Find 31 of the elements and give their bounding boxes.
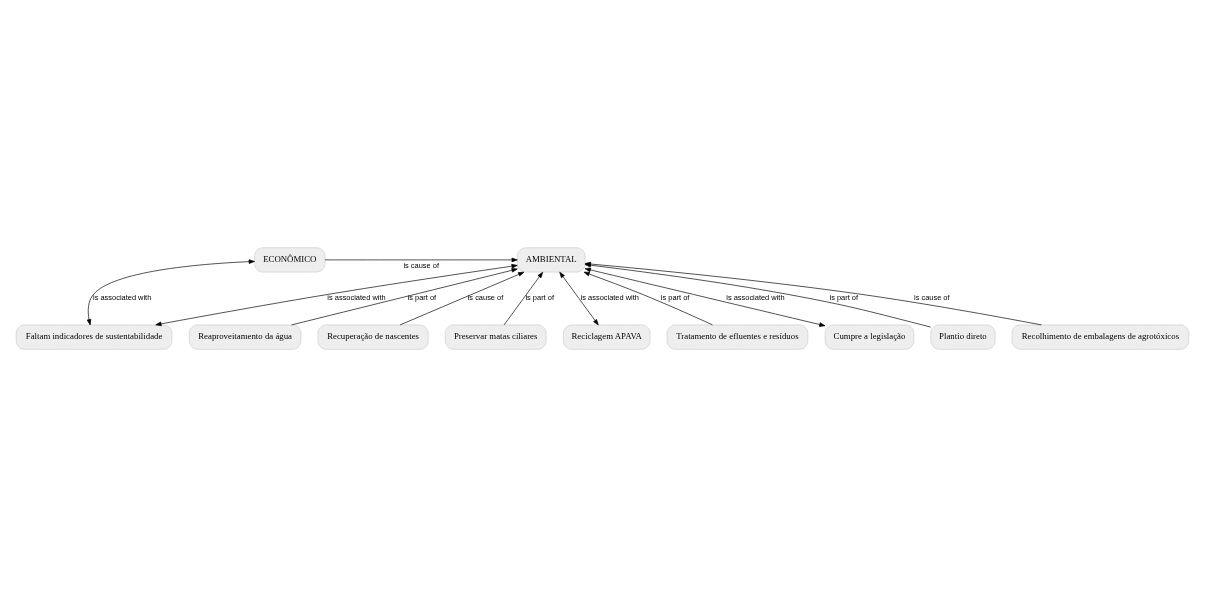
edge-label: is part of: [829, 292, 859, 302]
arrow: [291, 267, 518, 325]
node-box: Faltam indicadores de sustentabilidade: [15, 324, 173, 350]
node-box: Reaproveitamento da água: [188, 324, 302, 350]
node-box: ECONÔMICO: [254, 246, 326, 272]
node-box: Reciclagem APAVA: [563, 324, 651, 350]
edge-label: is part of: [660, 292, 690, 302]
node-box: Tratamento de efluentes e resíduos: [666, 324, 809, 350]
arrow: [155, 263, 518, 326]
arrow: [324, 257, 518, 262]
edge-label: is cause of: [467, 292, 504, 302]
edge-label: is cause of: [914, 292, 950, 302]
node-box: AMBIENTAL: [517, 246, 586, 272]
arrow: [86, 258, 255, 325]
edge-label: is associated with: [580, 292, 639, 302]
edge-label: is associated with: [93, 292, 152, 302]
node-box: Cumpre a legislação: [824, 324, 915, 350]
edge-label: is associated with: [726, 292, 785, 302]
edge-label: is associated with: [327, 292, 386, 302]
node-box: Preservar matas ciliares: [444, 324, 547, 350]
arrow: [584, 267, 826, 327]
edge-label: is part of: [407, 292, 437, 302]
arrow: [583, 271, 713, 325]
node-box: Recolhimento de embalagens de agrotóxicos: [1011, 324, 1190, 350]
arrow: [399, 271, 525, 325]
edge-label: is part of: [525, 292, 554, 302]
arrow: [503, 271, 544, 325]
edge-label: is cause of: [403, 260, 439, 270]
node-box: Recuperação de nascentes: [317, 324, 429, 350]
arrow: [559, 271, 599, 325]
node-box: Plantio direto: [930, 324, 996, 350]
